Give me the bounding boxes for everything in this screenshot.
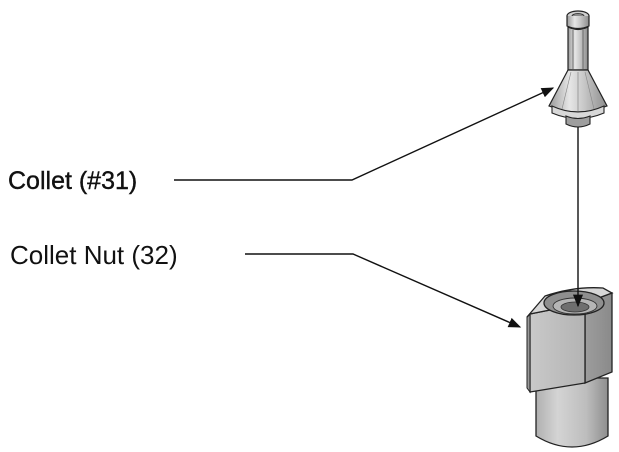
collet-nut-part (526, 287, 614, 448)
collet-nut-label: Collet Nut (32) (10, 240, 178, 270)
collet-label: Collet (#31) (8, 167, 138, 195)
collet-leader-line (174, 87, 555, 181)
collet-nut-leader-line (245, 253, 522, 328)
collet-part (548, 10, 608, 128)
